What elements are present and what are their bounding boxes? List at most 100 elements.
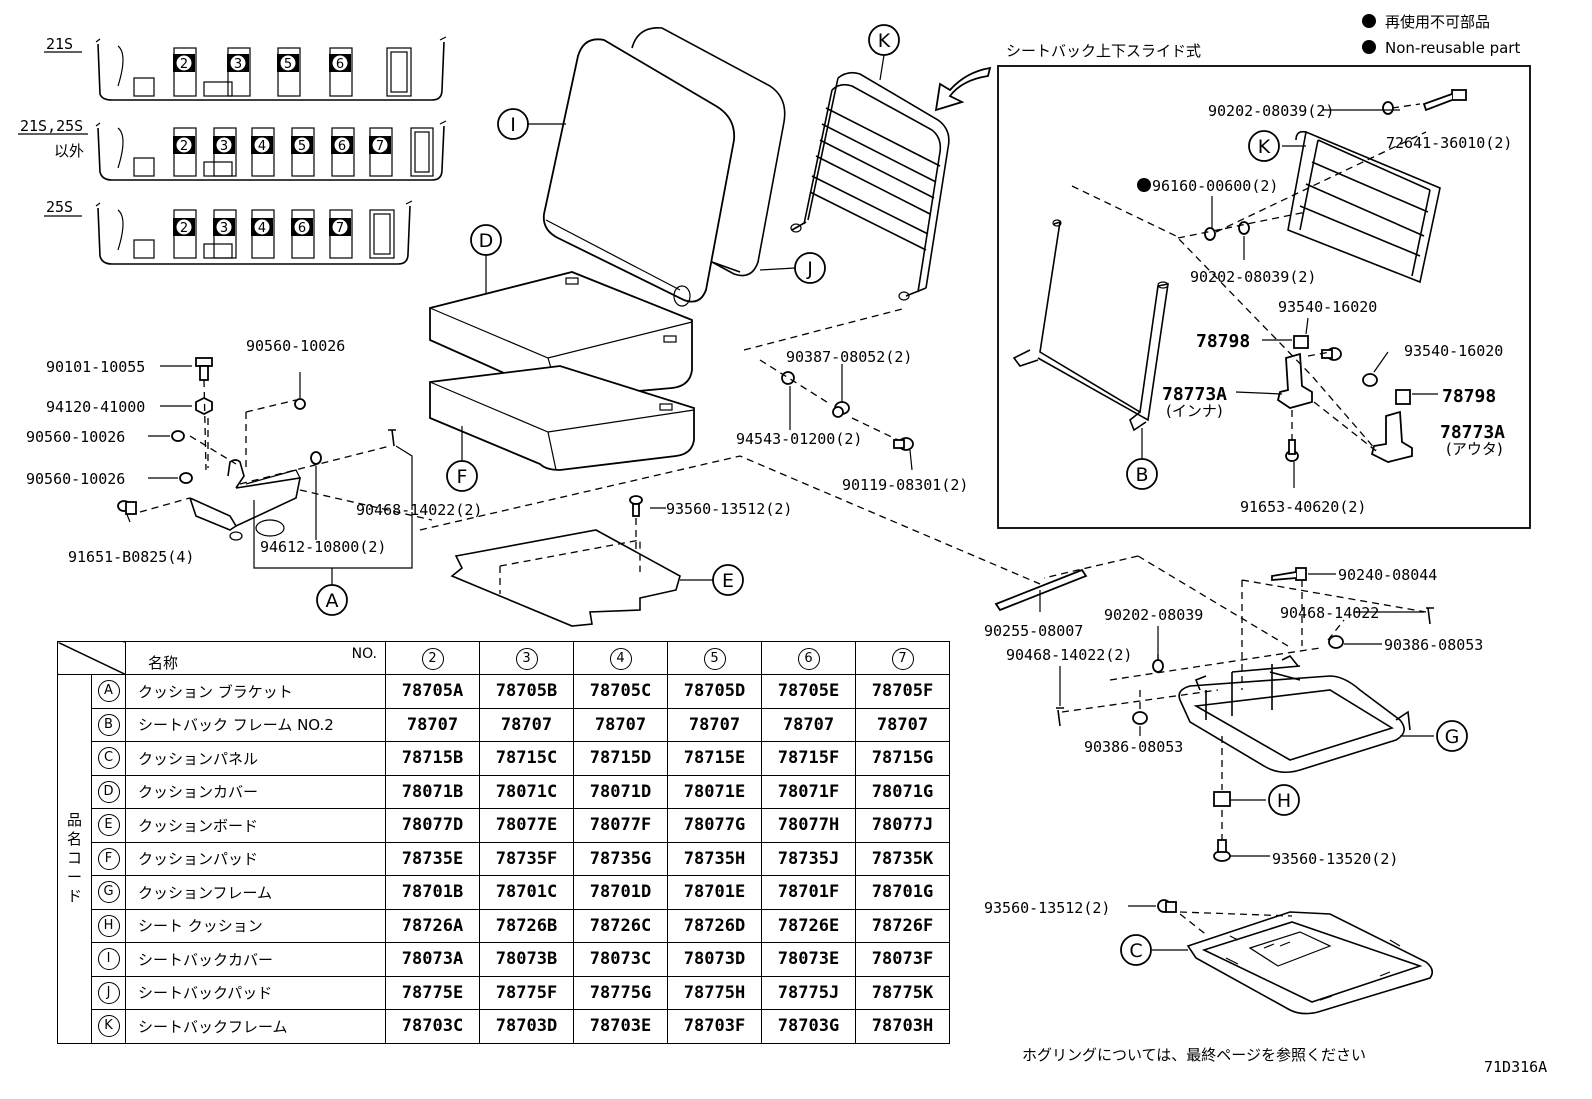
seat-number-circle: [175, 218, 193, 236]
part-code: 78077E: [479, 808, 574, 843]
col-number: 4: [609, 647, 632, 670]
part-code: 78703F: [667, 1009, 762, 1044]
row-letter-cell: C: [91, 741, 126, 776]
seat-number-circle: [229, 54, 247, 72]
row-letter-cell: F: [91, 841, 126, 876]
fastener-96160-00600: [1204, 227, 1216, 241]
part-name: シートバックパッド: [125, 975, 386, 1010]
callout-d: D: [470, 224, 502, 294]
seat-number-circle: [293, 136, 311, 154]
part-code: 78775J: [761, 975, 856, 1010]
part-label: 91651-B0825(4): [68, 548, 194, 566]
callout-k-inset: K: [1248, 130, 1280, 162]
part-code: 78077H: [761, 808, 856, 843]
part-name: クッション ブラケット: [125, 674, 386, 709]
fastener-90387-08052: [832, 401, 850, 418]
slide-rail-78773a-outer: [1370, 410, 1413, 463]
part-code: 78077J: [855, 808, 950, 843]
part-label: 94612-10800(2): [260, 538, 386, 556]
seat-number: 2: [180, 57, 188, 72]
part-code: 78715D: [573, 741, 668, 776]
row-letter: E: [97, 814, 120, 837]
part-code: 78775E: [385, 975, 480, 1010]
fastener-93540-16020-b: [1362, 373, 1378, 387]
part-code: 78735F: [479, 841, 574, 876]
hog-ring-note: ホグリングについては、最終ページを参照ください: [1022, 1046, 1366, 1064]
part-label: 90101-10055: [46, 358, 145, 376]
part-label: 93540-16020: [1404, 342, 1503, 360]
part-code: 78707: [479, 707, 574, 742]
seat-number: 5: [284, 57, 292, 72]
fastener-90560-10026: [171, 430, 185, 442]
seat-number-circle: [253, 218, 271, 236]
cushion-board-e: [450, 529, 681, 627]
variant-label: 21S: [46, 35, 73, 53]
part-label: 90560-10026: [26, 470, 125, 488]
fastener-94612-10800: [310, 451, 322, 465]
row-letter-cell: E: [91, 808, 126, 843]
part-code: 78775G: [573, 975, 668, 1010]
seatback-cover-i: [542, 38, 736, 307]
svg-text:J: J: [806, 258, 813, 280]
fastener-90101-10055: [195, 357, 213, 381]
fastener-90468-14022-low: [1056, 707, 1064, 727]
part-code: 78701F: [761, 875, 856, 910]
callout-g: G: [1436, 720, 1468, 752]
part-code: 78726F: [855, 908, 950, 943]
part-code: 78071E: [667, 774, 762, 809]
seat-number-circle: [215, 218, 233, 236]
fastener-93560-13520: [1213, 839, 1231, 862]
part-code: 78735E: [385, 841, 480, 876]
row-letter: C: [97, 747, 120, 770]
legend-en: Non-reusable part: [1385, 39, 1520, 57]
header-col: 7: [855, 641, 950, 675]
diagram-code: 71D316A: [1484, 1058, 1547, 1076]
part-code: 78726E: [761, 908, 856, 943]
seatback-pad-j: [631, 27, 786, 277]
side-label: 品名コード: [66, 811, 82, 906]
part-code: 78707: [855, 707, 950, 742]
row-letter: F: [97, 847, 120, 870]
part-code: 78715F: [761, 741, 856, 776]
part-code: 78707: [573, 707, 668, 742]
svg-text:H: H: [1277, 790, 1291, 812]
row-letter-cell: I: [91, 942, 126, 977]
slide-arrow: [934, 66, 992, 112]
part-code: 78726B: [479, 908, 574, 943]
part-label: 90202-08039: [1104, 606, 1203, 624]
part-code: 78715B: [385, 741, 480, 776]
variant-label-sub: 以外: [54, 142, 84, 160]
part-code: 78073C: [573, 942, 668, 977]
seat-number-circle: [331, 54, 349, 72]
part-label: 90560-10026: [246, 337, 345, 355]
part-code: 78071F: [761, 774, 856, 809]
part-code: 78707: [385, 707, 480, 742]
part-code: 78726A: [385, 908, 480, 943]
row-letter: B: [97, 713, 120, 736]
part-label: 90468-14022(2): [356, 501, 482, 519]
variant-label: 25S: [46, 198, 73, 216]
seat-number: 4: [258, 139, 266, 154]
callout-e: E: [712, 564, 744, 596]
seat-number-circle: [331, 218, 349, 236]
col-number: 5: [703, 647, 726, 670]
callout-a: A: [316, 584, 348, 616]
fastener-93560-13512-mid: [629, 495, 643, 517]
seat-number-circle: [333, 136, 351, 154]
fastener-93540-16020-a: [1321, 347, 1342, 361]
part-code: 78715G: [855, 741, 950, 776]
seat-number-circle: [215, 136, 233, 154]
seat-number: 2: [180, 139, 188, 154]
part-code: 78707: [667, 707, 762, 742]
part-label: 90202-08039(2): [1190, 268, 1316, 286]
svg-text:I: I: [510, 114, 516, 136]
svg-text:K: K: [878, 30, 891, 52]
cushion-panel-c: [1186, 911, 1434, 1015]
callout-c: C: [1120, 934, 1152, 966]
